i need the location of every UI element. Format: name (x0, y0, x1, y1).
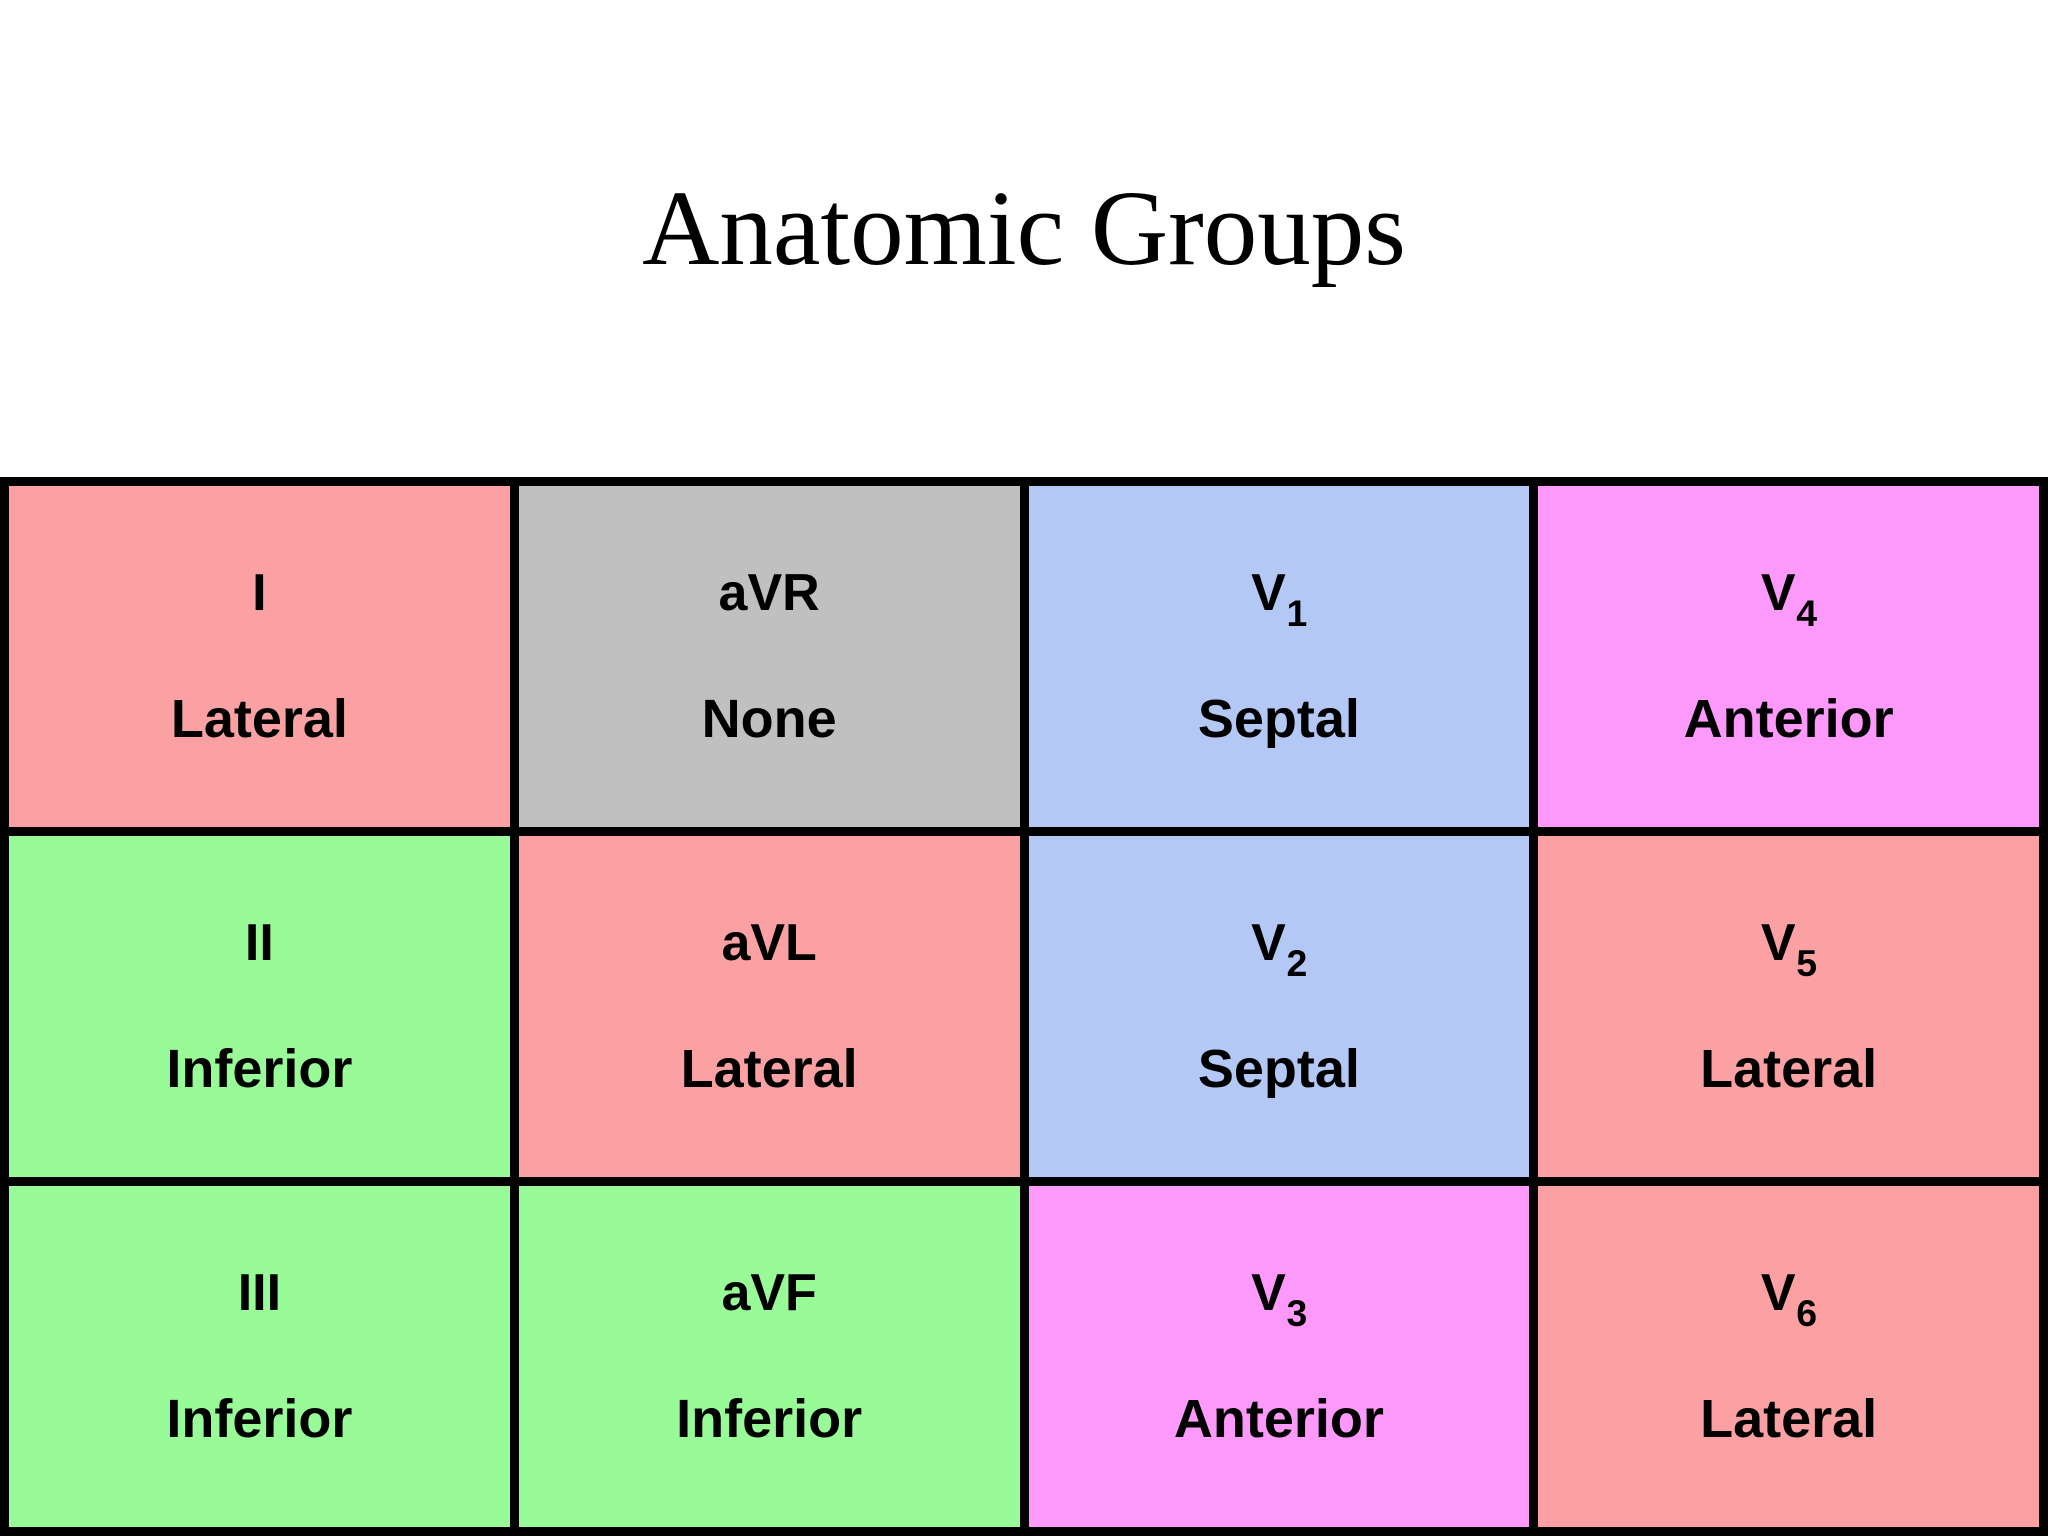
group-label: Septal (1197, 688, 1360, 749)
lead-label: aVL (721, 914, 817, 973)
lead-subscript: 5 (1796, 941, 1818, 984)
group-label: Inferior (166, 1038, 353, 1099)
table-cell-lead-v4: V4 Anterior (1538, 486, 2039, 827)
group-label: Lateral (1700, 1038, 1878, 1099)
lead-label: V2 (1251, 914, 1308, 984)
table-cell-lead-v2: V2 Septal (1028, 836, 1530, 1177)
group-label: Lateral (680, 1038, 858, 1099)
lead-label: II (244, 914, 274, 973)
lead-subscript: 2 (1286, 941, 1308, 984)
lead-label: III (237, 1264, 282, 1323)
group-label: Inferior (166, 1388, 353, 1449)
lead-label: V6 (1760, 1264, 1818, 1334)
page-title: Anatomic Groups (642, 169, 1406, 288)
group-label: Inferior (676, 1388, 863, 1449)
lead-subscript: 1 (1286, 591, 1308, 634)
lead-label: aVR (718, 564, 820, 623)
lead-label: V5 (1760, 914, 1818, 984)
lead-label: V4 (1760, 564, 1818, 634)
group-label: Anterior (1683, 688, 1894, 749)
table-cell-lead-v1: V1 Septal (1028, 486, 1530, 827)
lead-subscript: 6 (1796, 1291, 1818, 1334)
table-cell-lead-avl: aVL Lateral (518, 836, 1020, 1177)
table-cell-lead-ii: II Inferior (9, 836, 510, 1177)
lead-label: I (252, 564, 267, 623)
table-cell-lead-avr: aVR None (518, 486, 1020, 827)
group-label: Lateral (170, 688, 348, 749)
anatomic-groups-table: I Lateral aVR None V1 Septal V4 Anterior… (0, 477, 2048, 1536)
table-cell-lead-v5: V5 Lateral (1538, 836, 2039, 1177)
table-cell-lead-avf: aVF Inferior (518, 1186, 1020, 1527)
lead-label: V1 (1251, 564, 1308, 634)
lead-subscript: 3 (1286, 1291, 1308, 1334)
group-label: None (701, 688, 837, 749)
lead-subscript: 4 (1796, 591, 1818, 634)
lead-label: aVF (721, 1264, 817, 1323)
table-cell-lead-iii: III Inferior (9, 1186, 510, 1527)
group-label: Anterior (1173, 1388, 1384, 1449)
table-cell-lead-v3: V3 Anterior (1028, 1186, 1530, 1527)
group-label: Septal (1197, 1038, 1360, 1099)
table-cell-lead-i: I Lateral (9, 486, 510, 827)
table-cell-lead-v6: V6 Lateral (1538, 1186, 2039, 1527)
group-label: Lateral (1700, 1388, 1878, 1449)
lead-label: V3 (1251, 1264, 1308, 1334)
